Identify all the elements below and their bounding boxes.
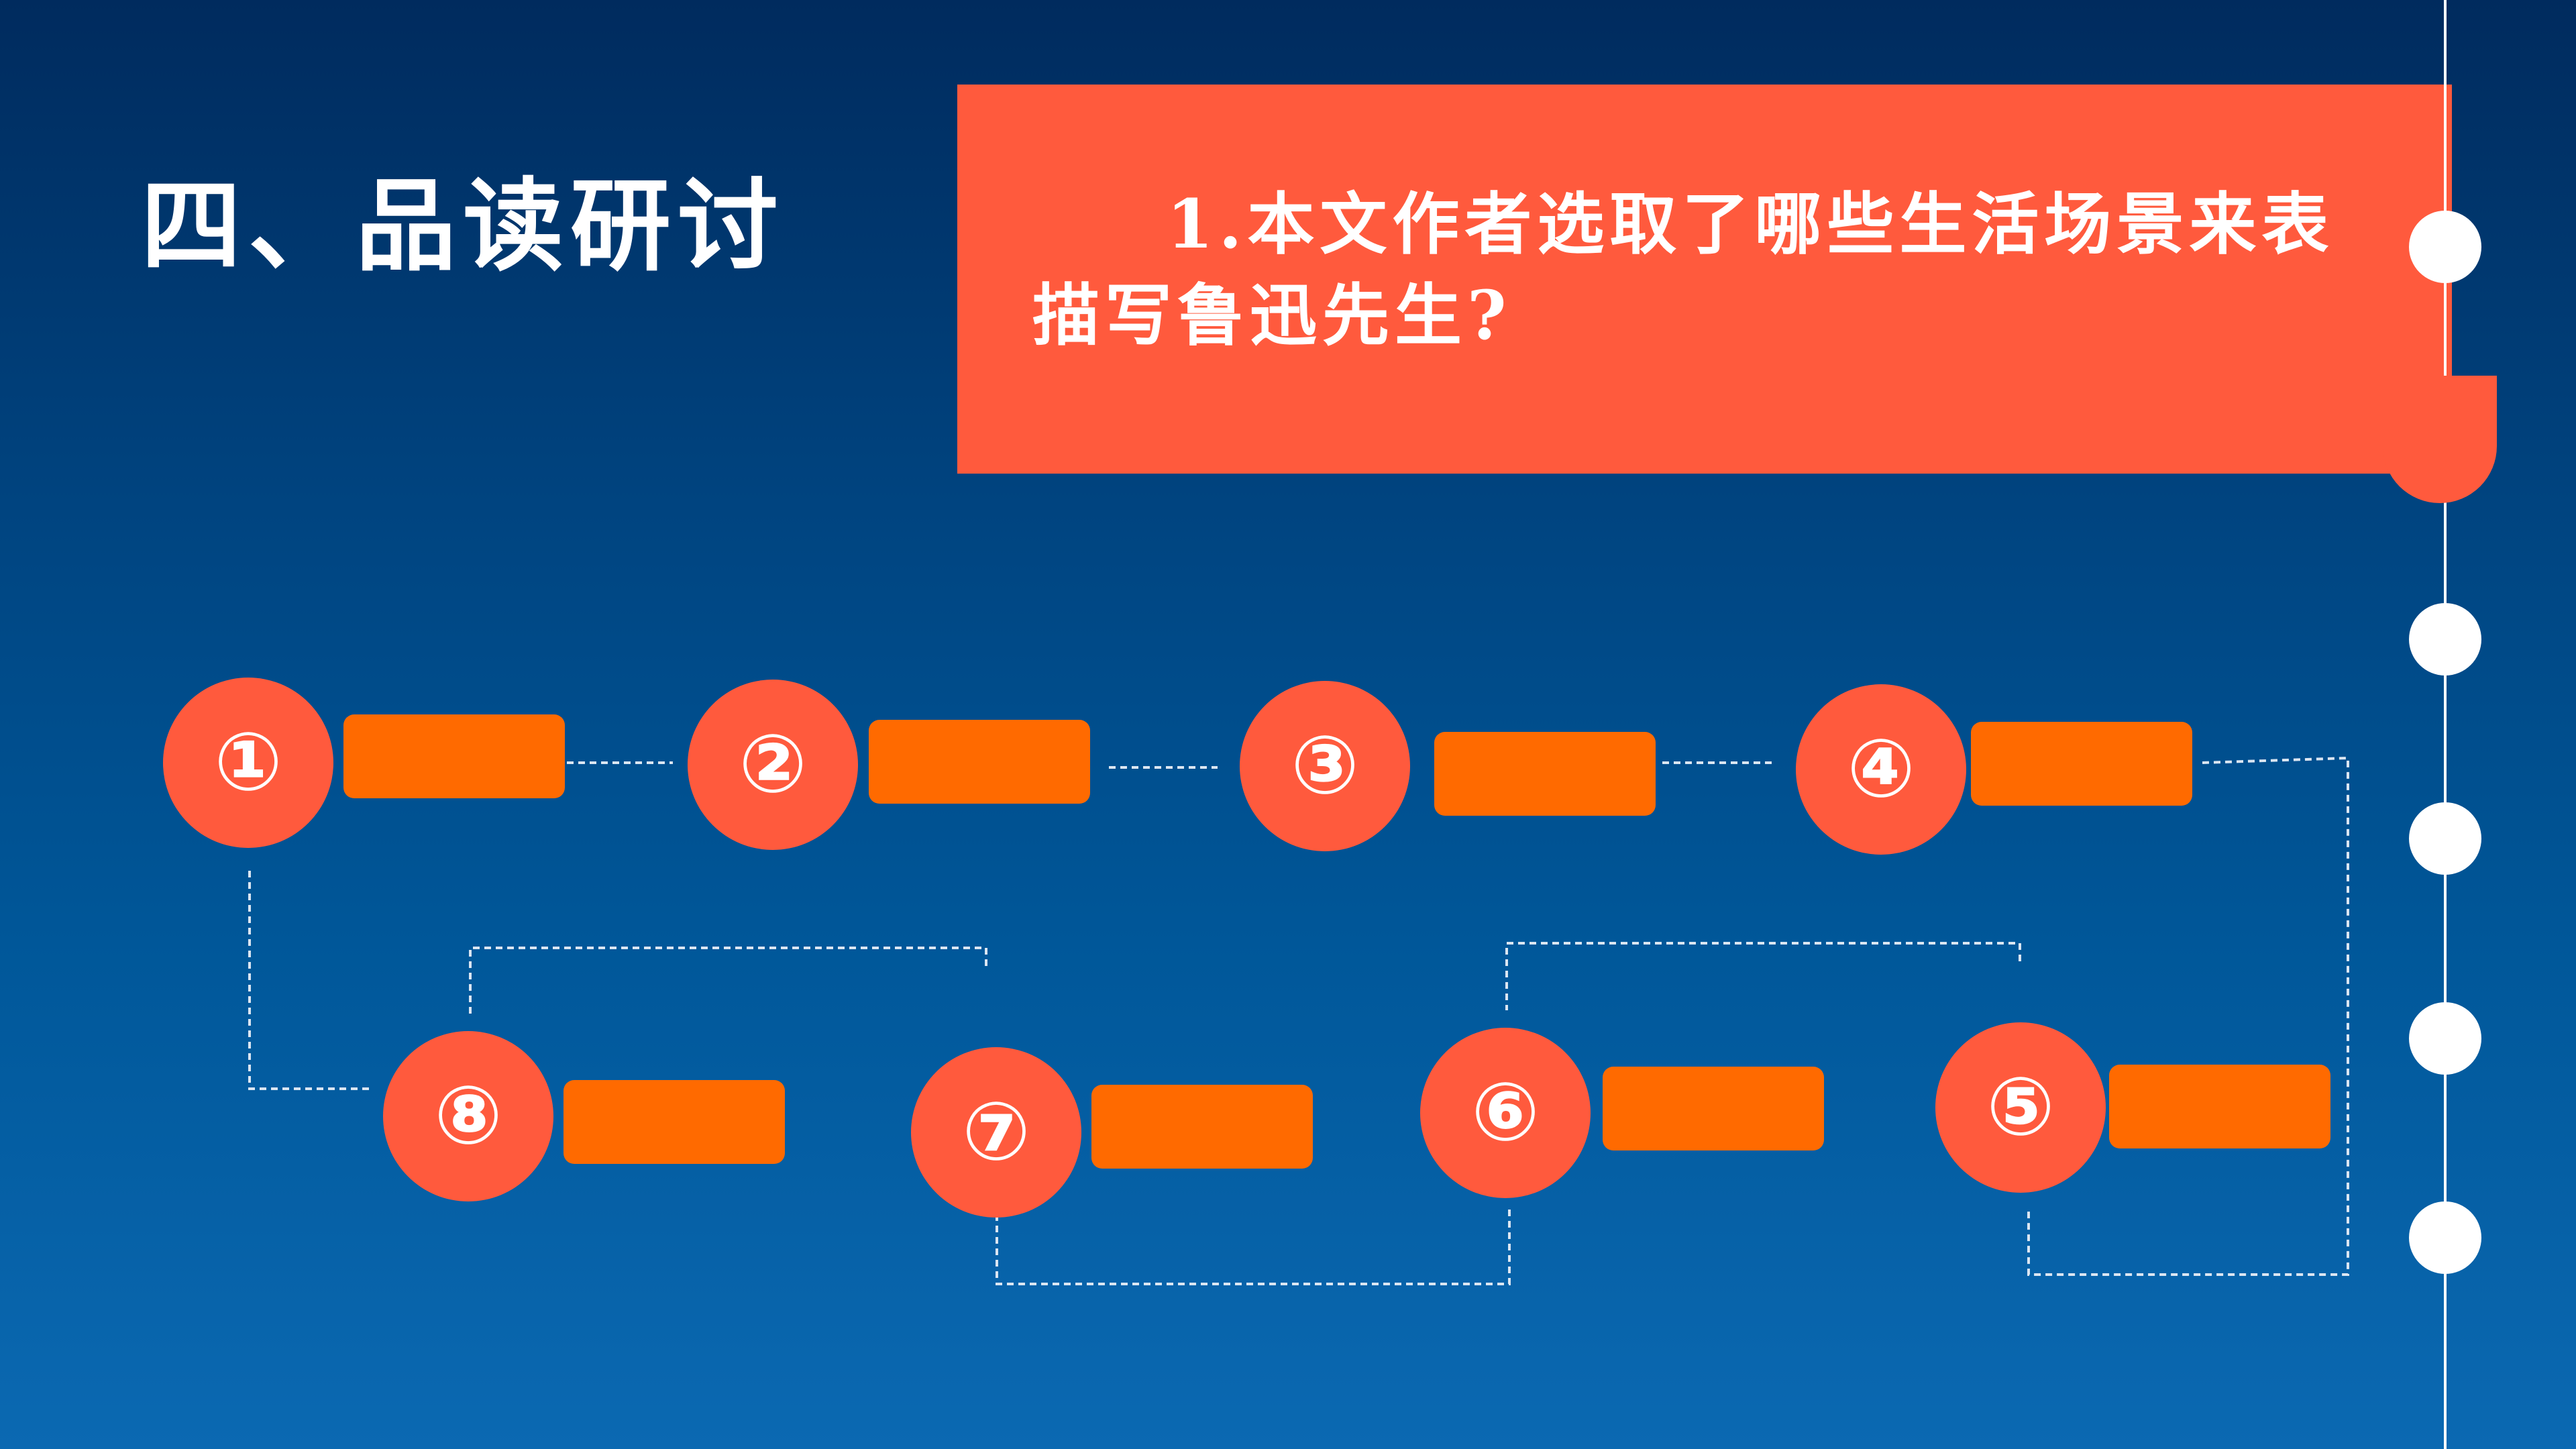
connector-8-1 (248, 871, 369, 1090)
timeline-dot (2409, 802, 2481, 875)
step-circle-1: ① (163, 678, 333, 848)
timeline-dot (2409, 211, 2481, 283)
timeline-line (2444, 0, 2447, 1449)
step-answer-box-8[interactable] (564, 1080, 785, 1164)
step-answer-box-5[interactable] (2109, 1065, 2330, 1148)
question-box: 1.本文作者选取了哪些生活场景来表描写鲁迅先生? (957, 85, 2452, 474)
step-answer-box-6[interactable] (1603, 1067, 1824, 1150)
step-circle-5: ⑤ (1935, 1022, 2106, 1193)
slide-title: 四、品读研讨 (141, 167, 786, 285)
connector-5-6 (1505, 942, 2021, 1010)
step-circle-2: ② (688, 680, 858, 850)
step-circle-3: ③ (1240, 681, 1410, 851)
connector-7-8 (469, 947, 987, 1016)
step-answer-box-4[interactable] (1971, 722, 2192, 806)
connector-6-7 (996, 1210, 1511, 1285)
step-answer-box-3[interactable] (1434, 732, 1656, 816)
step-answer-box-2[interactable] (869, 720, 1090, 804)
step-circle-8: ⑧ (383, 1031, 553, 1201)
step-answer-box-7[interactable] (1091, 1085, 1313, 1169)
timeline-dot (2409, 603, 2481, 676)
connector-4-5 (2027, 756, 2349, 1276)
step-circle-6: ⑥ (1420, 1028, 1591, 1198)
timeline-dot (2409, 1201, 2481, 1274)
timeline-dot (2409, 1002, 2481, 1075)
timeline-cap (2383, 376, 2497, 503)
step-circle-4: ④ (1796, 684, 1966, 855)
step-answer-box-1[interactable] (343, 714, 565, 798)
step-circle-7: ⑦ (911, 1047, 1081, 1218)
question-text: 1.本文作者选取了哪些生活场景来表描写鲁迅先生? (1032, 184, 2334, 355)
